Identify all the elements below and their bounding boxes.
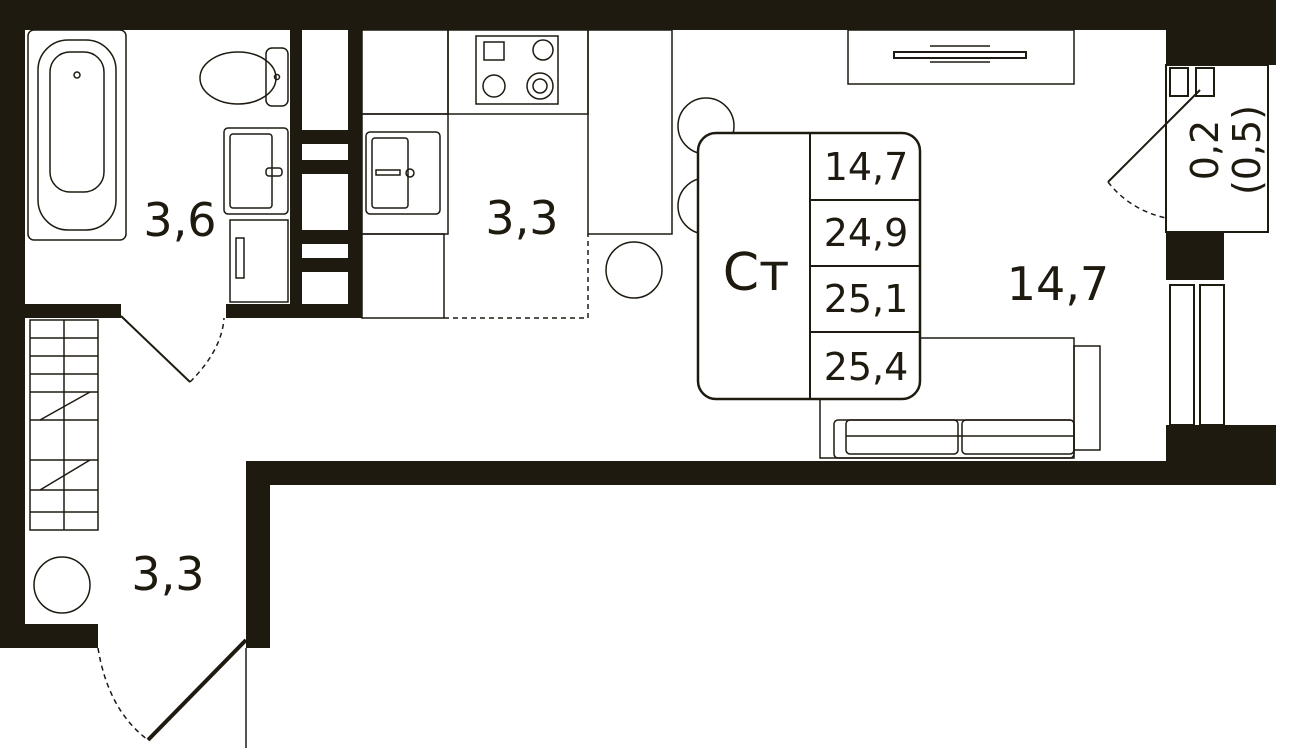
summary-box: Ст 14,7 24,9 25,1 25,4 xyxy=(696,131,922,401)
total-living-area: 14,7 xyxy=(824,145,909,189)
kitchen-sink xyxy=(365,131,441,215)
washbasin xyxy=(223,127,289,215)
living-area-label: 14,7 xyxy=(1007,257,1109,311)
balcony-reduced-area-label: (0,5) xyxy=(1225,105,1269,195)
kitchen: 3,3 xyxy=(361,29,673,319)
living-room: 14,7 xyxy=(677,29,1109,459)
bathroom-area-label: 3,6 xyxy=(143,193,216,247)
hallway: 3,3 xyxy=(29,319,248,748)
washing-machine xyxy=(229,219,289,303)
bathroom: 3,6 xyxy=(27,29,289,383)
tv-stand xyxy=(847,29,1075,85)
total-area: 24,9 xyxy=(824,211,909,255)
sofa xyxy=(819,337,1101,459)
kitchen-area-label: 3,3 xyxy=(485,191,558,245)
walls xyxy=(0,0,1276,648)
balcony-area-label: 0,2 xyxy=(1183,120,1227,180)
cooktop xyxy=(475,35,559,105)
toilet xyxy=(199,47,289,107)
hallway-area-label: 3,3 xyxy=(131,547,204,601)
apartment-type-label: Ст xyxy=(723,243,790,303)
wardrobe xyxy=(29,319,99,531)
total-area-with-balcony: 25,1 xyxy=(824,277,909,321)
balcony: 0,2 (0,5) xyxy=(1107,64,1269,426)
total-area-full: 25,4 xyxy=(824,345,909,389)
